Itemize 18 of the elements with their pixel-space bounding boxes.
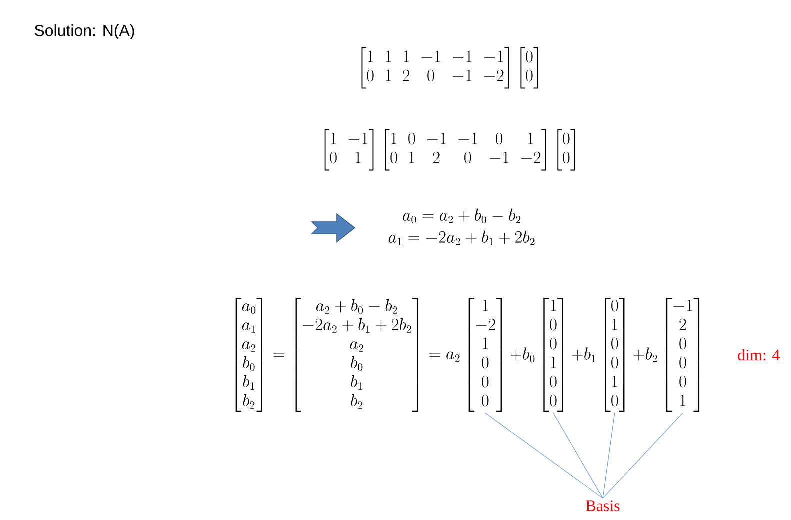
matrix-equation: $\begin{bmatrix}1&-1\\0&1\end{bmatrix}\begin{bmatrix}1&0&-1&-1&0&1\\0&1&2&0&-1&-2\end{bmatrix}\begin{bmatrix}0\\0\end{bmatrix}$ <box>324 129 576 171</box>
coefficient: $+b_1$ <box>572 348 596 362</box>
column-vector: $\begin{bmatrix}0\\1\\0\\0\\1\\0\end{bmatrix}$ <box>605 298 625 412</box>
equation-system: $\begin{gathered}a_0=a_2+b_0-b_2\\a_1=-2a_2+b_1+2b_2\end{gathered}$ <box>388 208 535 246</box>
leader-line <box>602 412 684 499</box>
vector-equation: $\begin{bmatrix}a_0\\a_1\\a_2\\b_0\\b_1\\b_2\end{bmatrix}=\begin{bmatrix}a_2+b_0-b_2\\-2a_2+b_1+2b_2\\a_2\\b_0\\b_1\\b_2\end{bmatrix}=a_2$ <box>236 298 460 412</box>
coefficient: $+b_0$ <box>510 348 535 363</box>
basis-label: Basis <box>586 500 620 512</box>
leader-line <box>485 412 604 499</box>
column-vector: $\begin{bmatrix}1\\0\\0\\1\\0\\0\end{bmatrix}$ <box>544 298 564 412</box>
leader-line <box>553 412 604 499</box>
dimension-note: dim: 4 <box>738 349 780 361</box>
column-vector: $\begin{bmatrix}1\\-2\\1\\0\\0\\0\end{bmatrix}$ <box>468 298 502 412</box>
column-vector: $\begin{bmatrix}-1\\2\\0\\0\\0\\1\end{bmatrix}$ <box>666 298 700 412</box>
matrix-equation: $\begin{bmatrix}1&1&1&-1&-1&-1\\0&1&2&0&-1&-2\end{bmatrix}\begin{bmatrix}0\\0\end{bmatrix}$ <box>362 47 538 89</box>
heading: Solution: N(A) <box>34 24 134 40</box>
coefficient: $+b_2$ <box>634 348 658 362</box>
leader-line <box>602 412 616 499</box>
